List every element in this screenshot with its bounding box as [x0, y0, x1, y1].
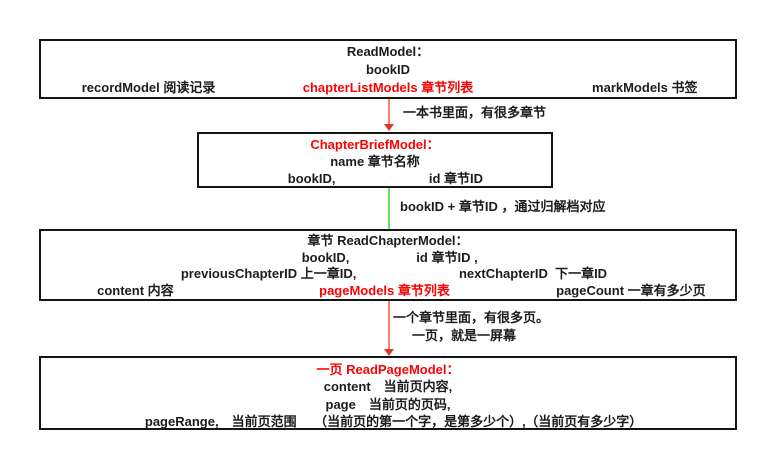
arrow-readchapter-to-page-label-2: 一页，就是一屏幕: [412, 328, 517, 343]
readmodel-field-chapterlistmodels: chapterListModels 章节列表: [302, 80, 474, 95]
readpagemodel-title-row: 一页 ReadPageModel：: [41, 361, 735, 379]
chapterbriefmodel-field-name: name 章节名称: [330, 153, 420, 169]
readchaptermodel-prevnext-row: previousChapterID 上一章ID, nextChapterID 下…: [41, 266, 735, 283]
readchaptermodel-field-pagecount: pageCount 一章有多少页: [556, 282, 706, 298]
arrow-readchapter-to-page-line: [388, 301, 390, 350]
readmodel-title: ReadModel：: [346, 44, 430, 59]
readpagemodel-title: 一页 ReadPageModel：: [316, 361, 460, 377]
readmodel-box: ReadModel： bookID recordModel 阅读记录 chapt…: [39, 39, 737, 99]
readpagemodel-content-row: content 当前页内容,: [41, 379, 735, 397]
readchaptermodel-ids-row: bookID, id 章节ID ,: [41, 250, 735, 267]
chapterbriefmodel-field-bookid: bookID,: [287, 170, 336, 186]
arrow-book-to-chapter-label: 一本书里面，有很多章节: [403, 105, 547, 120]
readpagemodel-pagerange-row: pageRange, 当前页范围 （当前页的第一个字，是第多少个）, （当前页有…: [41, 414, 735, 432]
chapterbriefmodel-ids-row: bookID, id 章节ID: [199, 170, 551, 187]
readpagemodel-field-pagerange: pageRange, 当前页范围: [144, 414, 297, 430]
readchaptermodel-title: 章节 ReadChapterModel：: [307, 233, 469, 249]
chapterbriefmodel-title-row: ChapterBriefModel：: [199, 136, 551, 153]
chapterbriefmodel-title: ChapterBriefModel：: [310, 136, 440, 152]
arrow-readchapter-to-page-head-icon: [384, 349, 394, 356]
readpagemodel-field-pagerange-note1: （当前页的第一个字，是第多少个）,: [314, 414, 526, 430]
readpagemodel-box: 一页 ReadPageModel： content 当前页内容, page 当前…: [39, 356, 737, 430]
readmodel-bookid-row: bookID: [41, 61, 735, 79]
chapterbriefmodel-name-row: name 章节名称: [199, 153, 551, 170]
arrow-book-to-chapter-line: [388, 99, 390, 125]
chapterbriefmodel-field-id: id 章节ID: [428, 170, 484, 186]
readmodel-title-row: ReadModel：: [41, 43, 735, 61]
readchaptermodel-field-bookid: bookID,: [301, 249, 350, 265]
readpagemodel-field-page: page 当前页的页码,: [325, 396, 451, 412]
readmodel-field-bookid: bookID: [365, 62, 411, 77]
line-chapter-to-readchapter-label: bookID + 章节ID ，通过归解档对应: [400, 199, 606, 214]
readmodel-fields-row: recordModel 阅读记录 chapterListModels 章节列表 …: [41, 79, 735, 97]
chapterbriefmodel-box: ChapterBriefModel： name 章节名称 bookID, id …: [197, 132, 553, 188]
arrow-book-to-chapter-head-icon: [384, 124, 394, 131]
readchaptermodel-field-nextchapterid: nextChapterID 下一章ID: [458, 266, 608, 282]
readchaptermodel-field-pagemodels: pageModels 章节列表: [319, 282, 450, 298]
readchaptermodel-box: 章节 ReadChapterModel： bookID, id 章节ID , p…: [39, 229, 737, 301]
readmodel-field-recordmodel: recordModel 阅读记录: [81, 80, 216, 95]
readchaptermodel-field-previouschapterid: previousChapterID 上一章ID,: [180, 266, 357, 282]
readchaptermodel-field-content: content 内容: [97, 282, 174, 298]
readpagemodel-page-row: page 当前页的页码,: [41, 396, 735, 414]
readpagemodel-field-pagerange-note2: （当前页有多少字）: [525, 414, 643, 430]
readpagemodel-field-content: content 当前页内容,: [323, 379, 453, 395]
line-chapter-to-readchapter: [388, 188, 390, 229]
readmodel-field-markmodels: markModels 书签: [592, 80, 698, 95]
readchaptermodel-field-id: id 章节ID ,: [416, 249, 478, 265]
readchaptermodel-title-row: 章节 ReadChapterModel：: [41, 233, 735, 250]
arrow-readchapter-to-page-label-1: 一个章节里面，有很多页。: [393, 310, 550, 325]
readchaptermodel-content-row: content 内容 pageModels 章节列表 pageCount 一章有…: [41, 283, 735, 300]
